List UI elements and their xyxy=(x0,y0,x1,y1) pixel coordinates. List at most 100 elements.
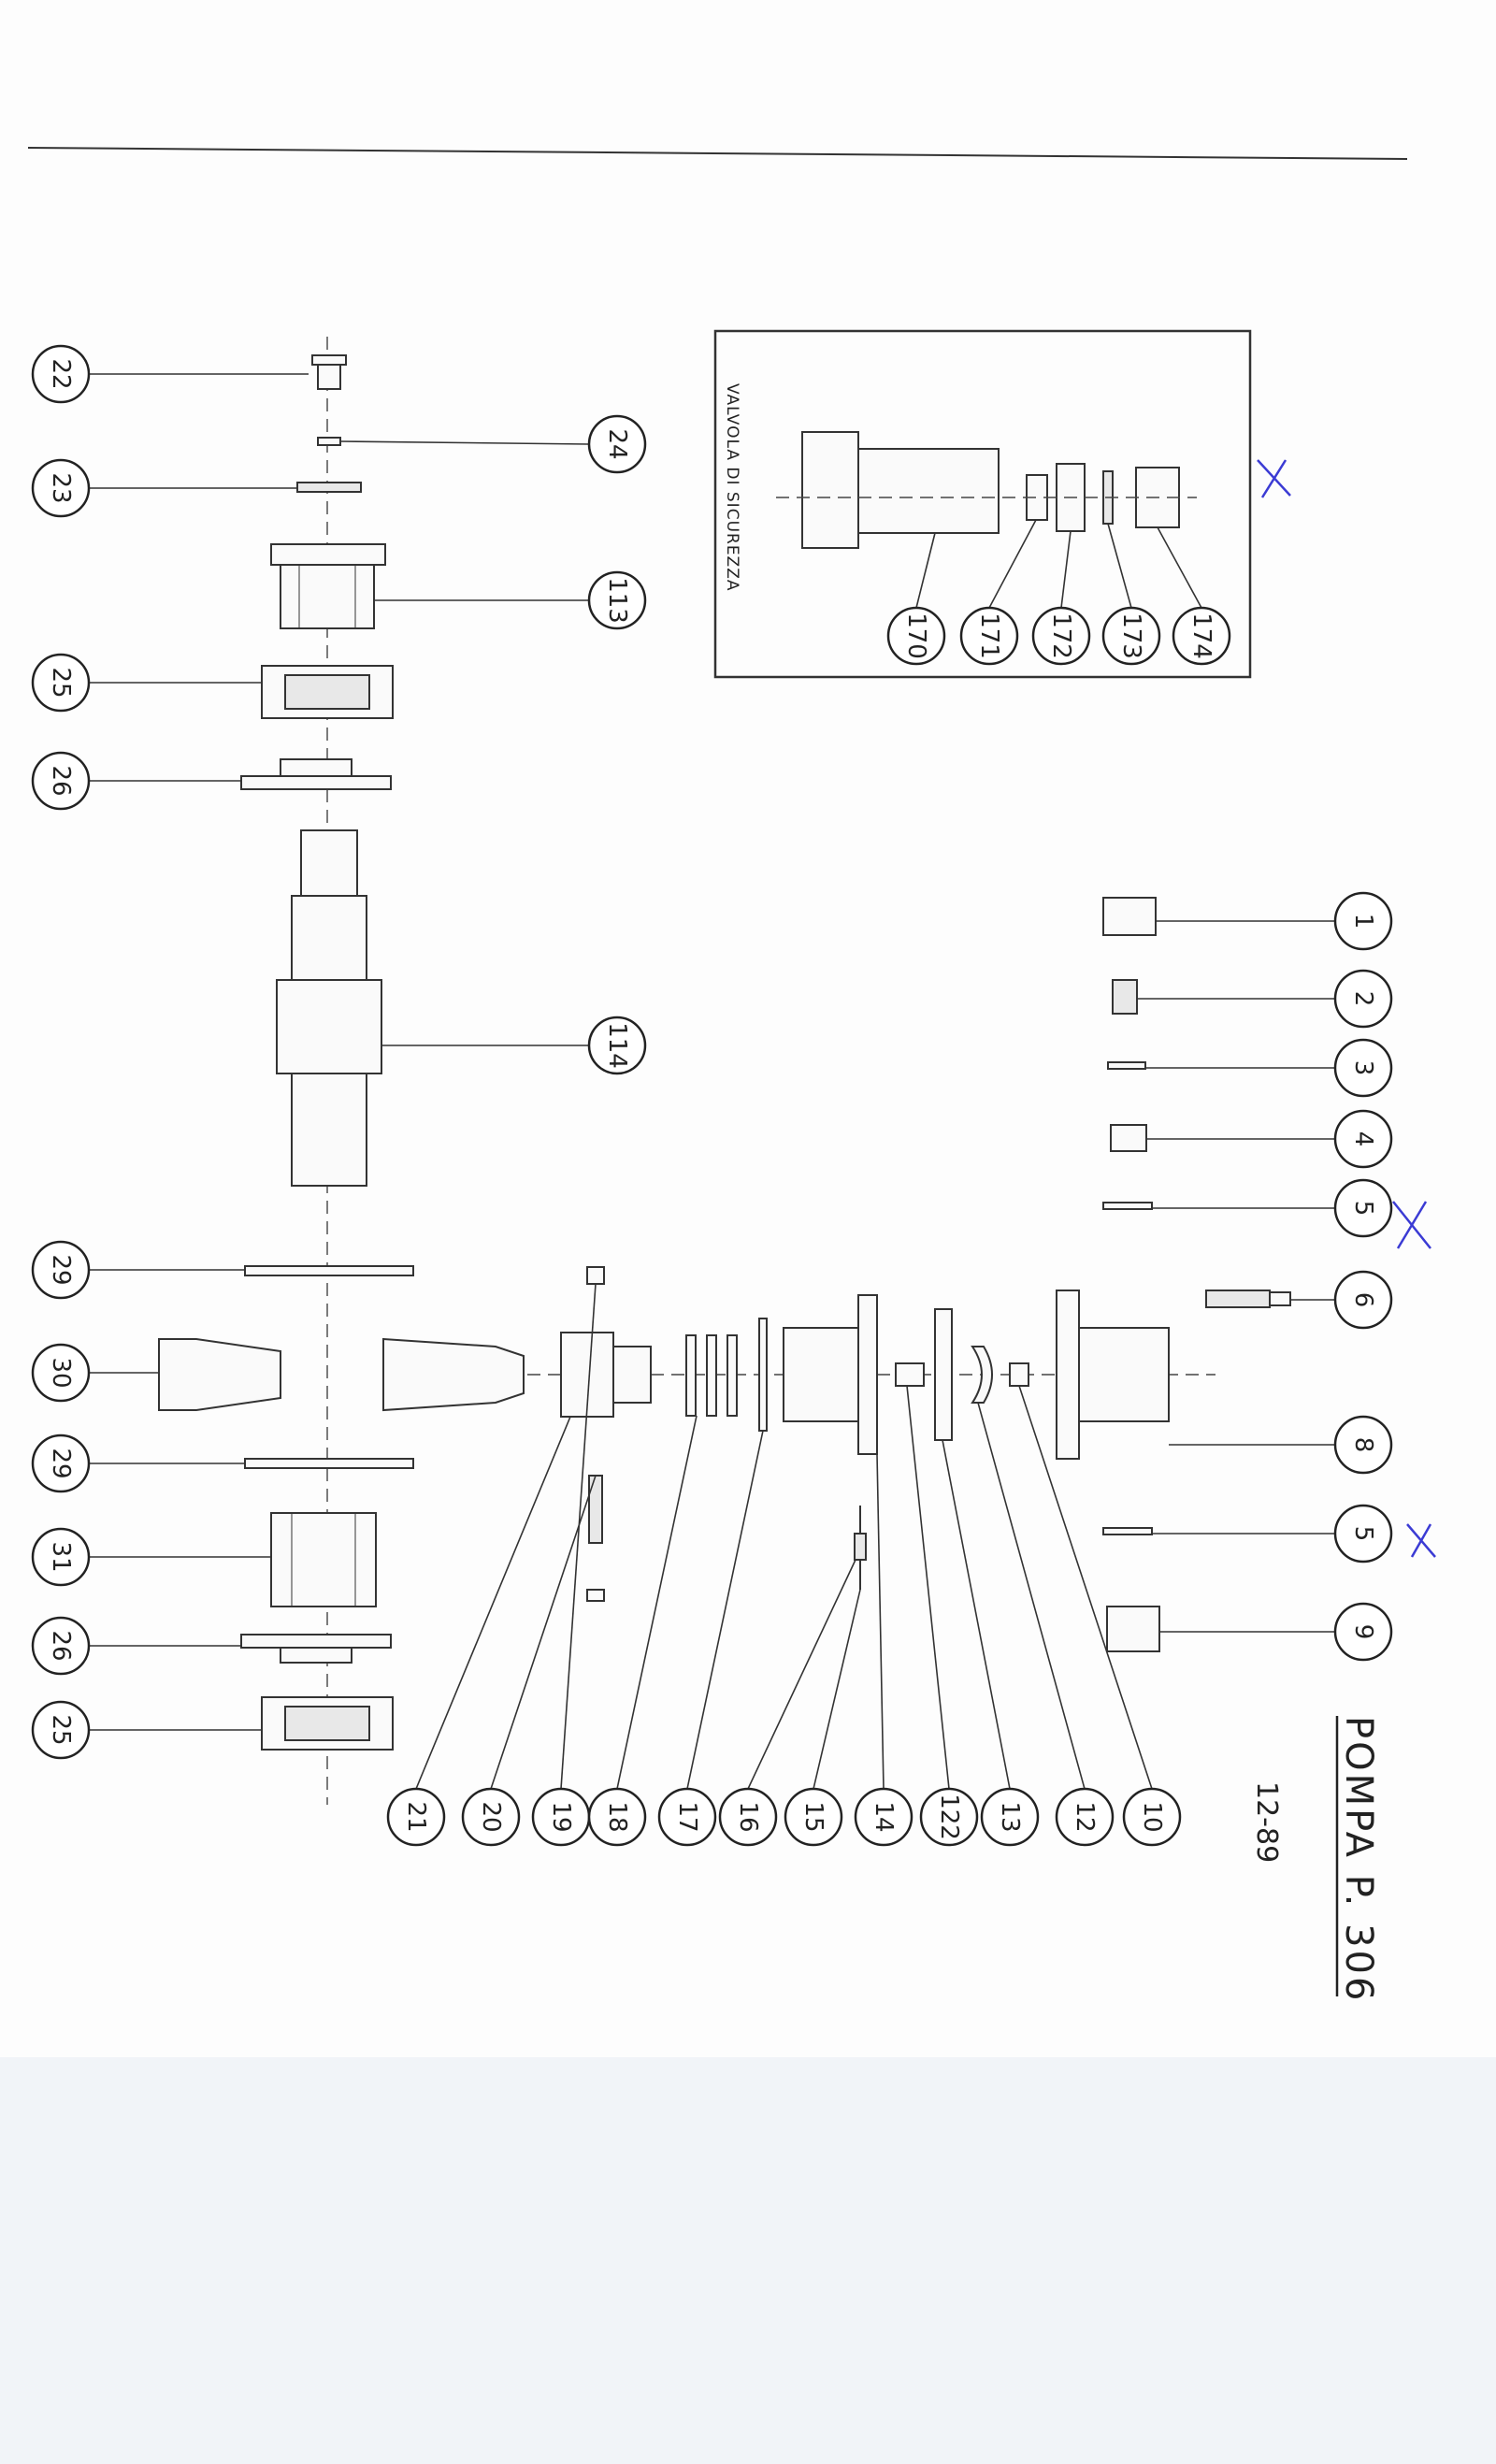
ref-bubble-24-number: 24 xyxy=(603,428,631,459)
ref-bubble-171-number: 171 xyxy=(975,612,1003,659)
part-4-shape xyxy=(1110,1124,1147,1152)
ref-bubble-16: 16 xyxy=(718,1787,778,1847)
ref-bubble-19: 19 xyxy=(531,1787,591,1847)
ref-bubble-17-leader xyxy=(686,1430,764,1790)
ref-bubble-10: 10 xyxy=(1122,1787,1182,1847)
ref-bubble-12-number: 12 xyxy=(1071,1801,1099,1832)
ref-bubble-173-number: 173 xyxy=(1117,612,1145,659)
ref-bubble-21: 21 xyxy=(386,1787,446,1847)
ref-bubble-29-number: 29 xyxy=(47,1448,75,1478)
ref-bubble-12-leader xyxy=(977,1402,1086,1790)
ref-bubble-18-leader xyxy=(616,1415,698,1790)
ref-bubble-13: 13 xyxy=(980,1787,1040,1847)
ref-bubble-13-leader xyxy=(942,1439,1011,1790)
part-23-shape xyxy=(296,482,362,493)
ref-bubble-5-number: 5 xyxy=(1349,1526,1377,1542)
ref-bubble-5-number: 5 xyxy=(1349,1201,1377,1217)
ref-bubble-21-leader xyxy=(415,1416,571,1790)
ref-bubble-1: 1 xyxy=(1333,891,1393,951)
ref-bubble-30: 30 xyxy=(31,1343,91,1403)
part-25-bottom-shape xyxy=(261,1696,394,1751)
part-31-shape xyxy=(270,1512,377,1607)
ref-bubble-122: 122 xyxy=(919,1787,979,1847)
ref-bubble-1-number: 1 xyxy=(1349,914,1377,929)
ref-bubble-20: 20 xyxy=(461,1787,521,1847)
ref-bubble-9-number: 9 xyxy=(1349,1624,1377,1640)
ref-bubble-29: 29 xyxy=(31,1240,91,1300)
ref-bubble-15: 15 xyxy=(784,1787,843,1847)
part-24-shape xyxy=(317,437,341,446)
drawing-date: 12-89 xyxy=(1250,1781,1283,1863)
ref-bubble-5: 5 xyxy=(1333,1504,1393,1563)
part-8-shape xyxy=(1056,1290,1170,1460)
inset-label: VALVOLA DI SICUREZZA xyxy=(723,383,741,591)
ref-bubble-4: 4 xyxy=(1333,1109,1393,1169)
ref-bubble-25-number: 25 xyxy=(47,667,75,698)
blue-x-mark-5-bottom xyxy=(1406,1523,1436,1558)
date-block: 12-89 xyxy=(1250,1781,1283,1863)
ref-bubble-174: 174 xyxy=(1172,606,1231,666)
ref-bubble-4-number: 4 xyxy=(1349,1131,1377,1147)
part-14-shape xyxy=(783,1294,878,1455)
part-26-bottom-shape xyxy=(240,1634,392,1664)
title-block: POMPA P. 306 xyxy=(1335,1716,1380,2003)
ref-bubble-9: 9 xyxy=(1333,1602,1393,1662)
part-170-shape xyxy=(801,431,1000,549)
ref-bubble-173: 173 xyxy=(1101,606,1161,666)
part-20-shape xyxy=(588,1475,603,1544)
ref-bubble-14-number: 14 xyxy=(870,1801,898,1832)
ref-bubble-172-number: 172 xyxy=(1047,612,1075,659)
part-22-shape xyxy=(311,354,347,390)
drawing-sheet xyxy=(0,0,1496,2057)
ref-bubble-25: 25 xyxy=(31,1700,91,1760)
ref-bubble-10-number: 10 xyxy=(1138,1801,1166,1832)
ref-bubble-170-leader xyxy=(915,532,936,609)
part-9-shape xyxy=(1106,1606,1160,1652)
ref-bubble-172: 172 xyxy=(1031,606,1091,666)
ref-bubble-25-number: 25 xyxy=(47,1714,75,1745)
ref-bubble-30-number: 30 xyxy=(47,1357,75,1388)
ref-bubble-16-number: 16 xyxy=(734,1801,762,1832)
ref-bubble-22-number: 22 xyxy=(47,358,75,389)
ref-bubble-2-number: 2 xyxy=(1349,991,1377,1007)
inset-frame xyxy=(713,329,1252,679)
ref-bubble-19-number: 19 xyxy=(547,1801,575,1832)
part-122-shape xyxy=(895,1362,925,1387)
part-29-lower-shape xyxy=(244,1458,414,1469)
ref-bubble-114-number: 114 xyxy=(603,1022,631,1069)
part-12-shape xyxy=(971,1346,993,1404)
inset-label-block: VALVOLA DI SICUREZZA xyxy=(723,383,741,591)
part-2-shape xyxy=(1112,979,1138,1015)
ref-bubble-16-leader xyxy=(747,1559,856,1790)
ref-bubble-26: 26 xyxy=(31,751,91,811)
ref-bubble-172-leader xyxy=(1060,530,1072,609)
part-19-shape xyxy=(586,1266,605,1602)
blue-x-mark-inset xyxy=(1257,459,1291,498)
ref-bubble-31: 31 xyxy=(31,1527,91,1587)
part-5-top-shape xyxy=(1102,1202,1153,1210)
ref-bubble-15-number: 15 xyxy=(799,1801,827,1832)
part-5-bottom-shape xyxy=(1102,1527,1153,1535)
ref-bubble-26-number: 26 xyxy=(47,1630,75,1661)
ref-bubble-24-leader xyxy=(339,440,590,445)
part-15-16-shape xyxy=(854,1506,867,1590)
blue-x-mark-5-top xyxy=(1392,1201,1431,1249)
ref-bubble-15-leader xyxy=(813,1589,861,1790)
ref-bubble-20-number: 20 xyxy=(477,1801,505,1832)
ref-bubble-171-leader xyxy=(988,519,1037,609)
ref-bubble-113-number: 113 xyxy=(603,577,631,624)
part-1-shape xyxy=(1102,897,1157,936)
ref-bubble-174-leader xyxy=(1157,526,1202,609)
ref-bubble-14: 14 xyxy=(854,1787,913,1847)
ref-bubble-170: 170 xyxy=(886,606,946,666)
ref-bubble-24: 24 xyxy=(587,414,647,474)
part-114-shape xyxy=(276,829,382,1187)
top-rule xyxy=(27,147,1408,160)
part-25-top-shape xyxy=(261,665,394,719)
ref-bubble-25: 25 xyxy=(31,653,91,713)
leader-lines xyxy=(89,373,1335,1790)
ref-bubble-19-leader xyxy=(560,1283,597,1790)
ref-bubble-31-number: 31 xyxy=(47,1541,75,1572)
